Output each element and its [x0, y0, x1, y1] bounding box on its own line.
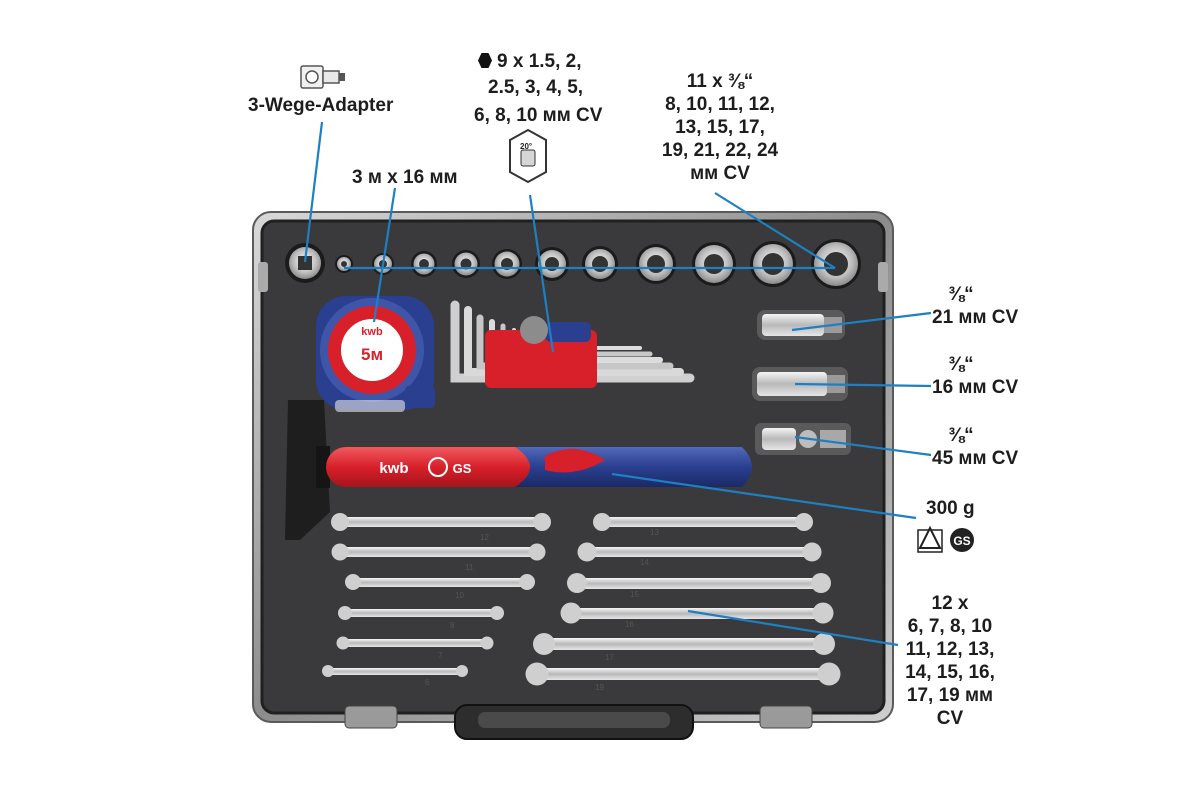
- wrench-line-4: 14, 15, 16,: [905, 662, 995, 683]
- wrench-left-1: [331, 513, 551, 531]
- wrench-left-2: [331, 543, 546, 561]
- callout-line-tape: [372, 187, 397, 323]
- joint-label: ⅜“: [926, 424, 996, 447]
- wrench-line-5: 17, 19 мм: [906, 685, 994, 706]
- wrench-right-6: [525, 662, 841, 686]
- wrench-right-3: [567, 573, 831, 593]
- sockets-label: 11 x ⅜“ 8, 10, 11, 12, 13, 15, 17, 19, 2…: [620, 70, 820, 185]
- hex-keys-label: 9 x 1.5, 2,: [478, 50, 582, 73]
- wrench-right-2: [577, 542, 822, 562]
- wrench-size-right-2: 14: [640, 558, 649, 567]
- wrench-size-right-4: 16: [625, 620, 634, 629]
- adapter-label: 3-Wege-Adapter: [248, 95, 394, 116]
- wrench-left-4: [338, 606, 504, 620]
- sockets-line-2: 8, 10, 11, 12,: [665, 94, 775, 115]
- callout-line-joint: [794, 435, 932, 457]
- wrench-line-1: 12 x: [931, 593, 969, 614]
- joint-drive: ⅜“: [948, 425, 974, 446]
- case-latch-right: [759, 705, 813, 729]
- sockets-line-3: 13, 15, 17,: [675, 117, 765, 138]
- case-latch-left: [344, 705, 398, 729]
- gs-mark-text: GS: [953, 534, 970, 548]
- wrench-size-right-6: 19: [595, 683, 604, 692]
- sockets-line-5: мм CV: [690, 163, 750, 184]
- socket-12: [452, 250, 480, 278]
- socket-13: [492, 249, 522, 279]
- hex-keys-line-3: 6, 8, 10 мм CV: [474, 105, 603, 126]
- wrench-size-left-3: 10: [455, 591, 464, 600]
- wrench-left-6: [322, 665, 468, 677]
- hammer-triangle-mark-icon: [428, 457, 448, 477]
- hex-key-holder: [485, 330, 597, 388]
- wrench-line-6: CV: [936, 708, 964, 729]
- adapter-socket: [285, 243, 325, 283]
- hammer-gs-text: GS: [453, 461, 472, 476]
- wrench-line-3: 11, 12, 13,: [905, 639, 995, 660]
- wrench-right-1: [593, 513, 813, 531]
- joint-spec: 45 мм CV: [932, 448, 1019, 469]
- hex-keys-line-2: 2.5, 3, 4, 5,: [488, 77, 584, 98]
- callout-line-socket-diag: [714, 192, 836, 269]
- wrench-size-right-3: 15: [630, 590, 639, 599]
- socket-15: [535, 247, 569, 281]
- spark-socket-drive: ⅜“: [948, 354, 974, 375]
- deep-socket-label: ⅜“: [926, 283, 996, 306]
- socket-19: [636, 244, 676, 284]
- wrench-right-5: [533, 633, 835, 655]
- tape-spec-label: 3 м x 16 мм: [352, 167, 458, 188]
- wrench-left-3: [345, 574, 535, 590]
- wrench-size-left-4: 8: [450, 621, 455, 630]
- deep-socket-spec: 21 мм CV: [932, 307, 1019, 328]
- spark-socket-spec: 16 мм CV: [932, 377, 1019, 398]
- wrench-size-left-5: 7: [438, 651, 443, 660]
- sockets-line-4: 19, 21, 22, 24: [661, 140, 779, 161]
- deep-socket-drive: ⅜“: [948, 284, 974, 305]
- socket-21: [692, 242, 736, 286]
- hammer-weight-label: 300 g: [926, 498, 975, 519]
- wrench-label: 12 x 6, 7, 8, 10 11, 12, 13, 14, 15, 16,…: [895, 592, 1005, 730]
- spark-socket-label: ⅜“: [926, 353, 996, 376]
- wrench-set: 12 11 10 8 7 6 13 14 15 16 17 19: [322, 513, 841, 692]
- socket-row: [285, 239, 861, 289]
- callout-line-deep: [791, 311, 932, 332]
- wrench-size-right-1: 13: [650, 528, 659, 537]
- tape-brand-text: kwb: [361, 326, 383, 338]
- callout-line-spark: [794, 382, 932, 388]
- hammer: kwb GS: [285, 400, 752, 540]
- socket-8: [335, 255, 353, 273]
- callout-lines: [303, 121, 932, 647]
- gs-mark-icon: GS: [917, 525, 974, 553]
- socket-11: [411, 251, 437, 277]
- hex-socket-angle-icon: 20°: [509, 128, 547, 184]
- wrench-size-left-1: 12: [480, 533, 489, 542]
- wrench-size-right-5: 17: [605, 653, 614, 662]
- wrench-size-left-6: 6: [425, 678, 430, 687]
- hex-keys-line-1: 9 x 1.5, 2,: [497, 51, 582, 72]
- callout-line-adapter: [303, 121, 324, 263]
- wrench-left-5: [336, 636, 494, 650]
- callout-line-hammer: [611, 472, 917, 520]
- socket-24: [811, 239, 861, 289]
- callout-line-hex: [528, 194, 555, 353]
- hex-angle-badge: 20°: [520, 142, 532, 151]
- hex-key-set: [450, 300, 695, 388]
- socket-17: [582, 246, 618, 282]
- callout-line-wrench: [687, 609, 899, 647]
- wrench-line-2: 6, 7, 8, 10: [907, 616, 993, 637]
- tape-size-text: 5м: [361, 345, 383, 364]
- sockets-line-1: 11 x ⅜“: [686, 71, 754, 92]
- socket-22: [750, 241, 796, 287]
- hex-icon: [478, 53, 492, 68]
- hammer-brand-text: kwb: [379, 460, 408, 477]
- tape-measure: kwb 5м: [316, 296, 435, 412]
- wrench-size-left-2: 11: [465, 563, 474, 572]
- adapter-icon: [300, 65, 345, 89]
- deep-socket-21: [757, 310, 845, 340]
